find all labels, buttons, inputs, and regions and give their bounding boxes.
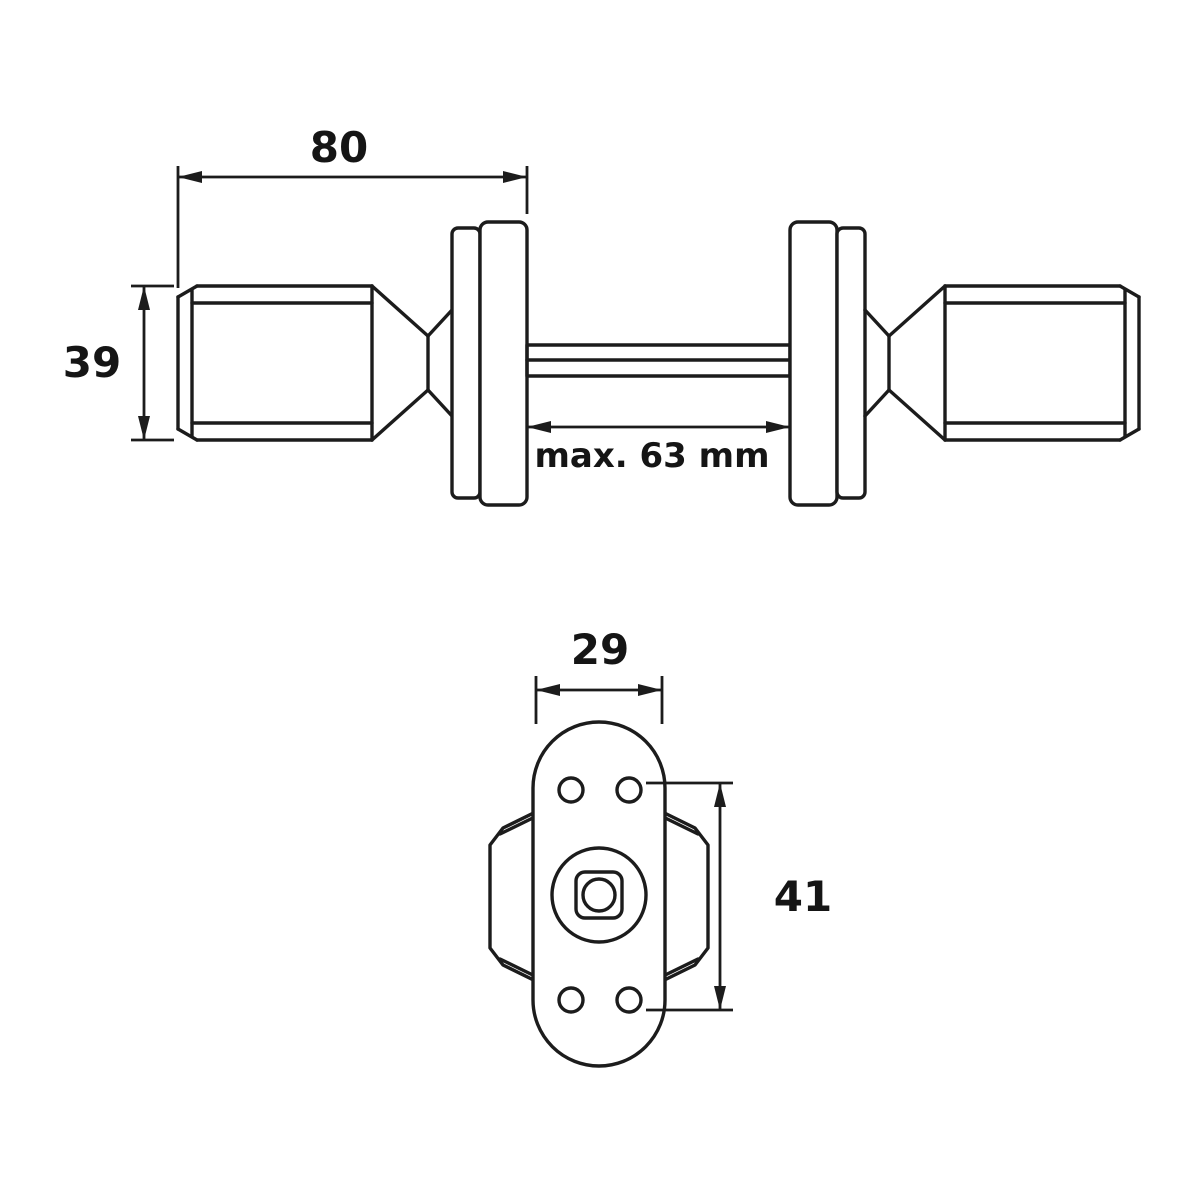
dimension-29: 29 bbox=[534, 625, 664, 724]
dimension-spindle: max. 63 mm bbox=[527, 421, 790, 476]
dimension-label-29: 29 bbox=[571, 625, 629, 674]
screw-hole bbox=[557, 776, 585, 804]
right-rosette-plate bbox=[788, 220, 839, 507]
side-view-drawing: 80 39 max. 63 mm bbox=[63, 123, 1141, 507]
left-rosette-plate bbox=[478, 220, 529, 507]
dimension-label-41: 41 bbox=[774, 872, 832, 921]
dimension-41: 41 bbox=[646, 781, 832, 1012]
screw-hole bbox=[615, 986, 643, 1014]
screw-hole bbox=[615, 776, 643, 804]
dimension-39: 39 bbox=[63, 284, 174, 442]
spindle-bar bbox=[525, 343, 792, 378]
spindle-boss bbox=[550, 846, 648, 944]
left-rosette-cover bbox=[450, 226, 482, 500]
dimension-label-spindle: max. 63 mm bbox=[534, 436, 769, 476]
left-knob bbox=[176, 220, 529, 507]
right-rosette-cover bbox=[835, 226, 867, 500]
spindle-square-hole bbox=[574, 870, 624, 920]
rosette-plate-front bbox=[531, 720, 667, 1068]
screw-hole bbox=[557, 986, 585, 1014]
front-view-drawing: 29 41 bbox=[488, 625, 832, 1068]
dimension-label-80: 80 bbox=[310, 123, 368, 172]
right-knob bbox=[788, 220, 1141, 507]
dimension-80: 80 bbox=[176, 123, 529, 288]
spindle-hole bbox=[581, 877, 617, 913]
dimension-label-39: 39 bbox=[63, 338, 121, 387]
